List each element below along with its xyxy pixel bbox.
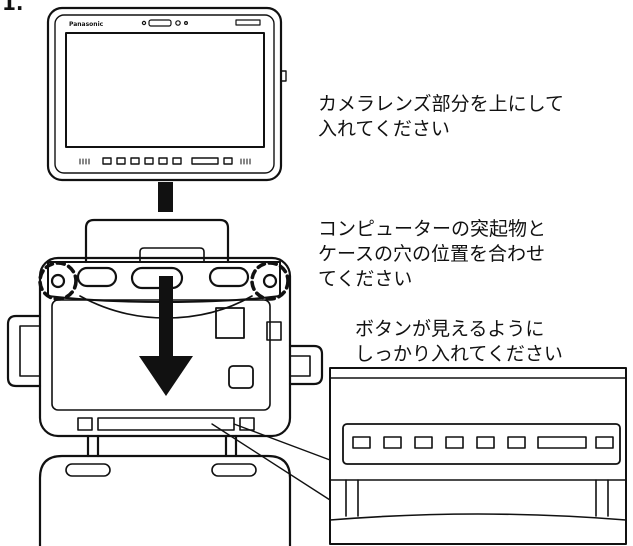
callout-line-bottom xyxy=(211,423,331,501)
caption-line: コンピューターの突起物と xyxy=(318,218,547,240)
hole-left xyxy=(50,273,66,289)
speaker-grille xyxy=(79,158,251,165)
right-side-handle xyxy=(288,344,324,386)
insert-arrow xyxy=(139,276,193,396)
caption-line: ボタンが見えるように xyxy=(355,318,545,340)
downward-connector xyxy=(158,182,173,212)
strap-slot-right xyxy=(208,266,250,288)
camera-lens-area xyxy=(141,19,189,27)
zoom-inset xyxy=(329,367,627,545)
caption-align-protrusions: コンピューターの突起物と ケースの穴の位置を合わせ てください xyxy=(318,217,546,292)
callout-line-top xyxy=(233,423,331,461)
zoom-inset-frame xyxy=(329,367,627,545)
strap-slot-left xyxy=(76,266,118,288)
caption-line: しっかり入れてください xyxy=(355,343,563,365)
side-port xyxy=(280,70,287,82)
tablet-computer xyxy=(46,6,287,182)
zoom-buttons xyxy=(352,436,614,449)
caption-line: 入れてください xyxy=(318,118,450,140)
caption-line: カメラレンズ部分を上にして xyxy=(318,93,565,115)
case-handle xyxy=(84,218,230,264)
caption-camera-up: カメラレンズ部分を上にして 入れてください xyxy=(318,92,564,142)
tablet-body xyxy=(46,6,283,182)
hole-right xyxy=(262,273,278,289)
step-number: 1. xyxy=(2,0,24,15)
strap-slot-center xyxy=(130,266,184,290)
case-lower-body xyxy=(38,454,292,546)
tablet-screen xyxy=(65,32,265,148)
caption-line: ケースの穴の位置を合わせ xyxy=(318,243,546,265)
caption-insert-firmly: ボタンが見えるように しっかり入れてください xyxy=(355,317,563,367)
dashed-highlight-left xyxy=(38,261,78,301)
tablet-buttons xyxy=(102,157,233,165)
dashed-highlight-right xyxy=(250,261,290,301)
button-window xyxy=(97,417,235,431)
left-side-handle xyxy=(6,314,42,388)
zoom-button-panel xyxy=(342,423,621,465)
caption-line: てください xyxy=(318,268,413,290)
